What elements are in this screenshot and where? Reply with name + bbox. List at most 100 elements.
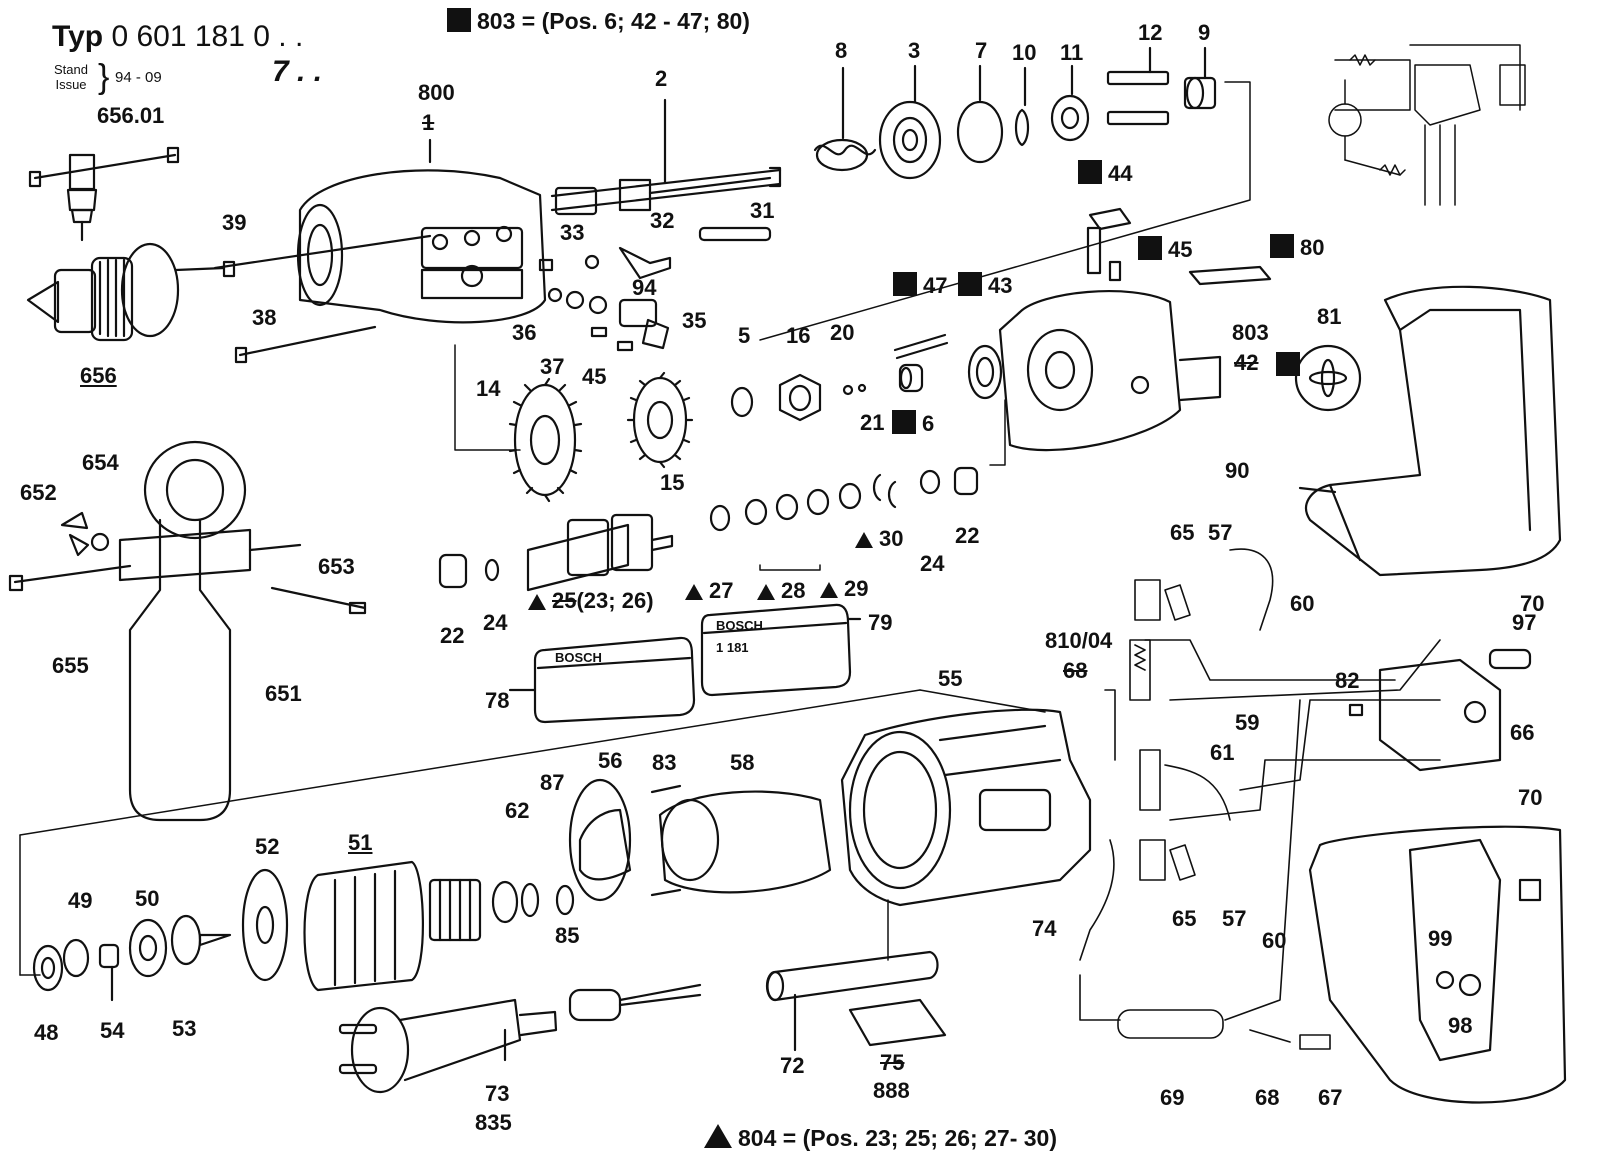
part-label-2: 2 [655, 66, 668, 91]
triangle-marker-icon [855, 532, 873, 548]
part-label-800-struck: 1 [422, 110, 435, 135]
part-label-803: 803 [1232, 320, 1269, 345]
part-label-810-04: 810/04 [1045, 628, 1113, 653]
circuit-schematic-drawing [1328, 44, 1526, 206]
issue-label: Issue [55, 77, 87, 92]
part-label-45b: 45 [1138, 236, 1192, 261]
part-label-49: 49 [68, 888, 93, 913]
part-label-50: 50 [135, 886, 160, 911]
square-marker-icon [892, 410, 916, 434]
part-label-20: 20 [830, 320, 855, 345]
part-label-90: 90 [1225, 458, 1250, 483]
square-marker-icon [1270, 234, 1294, 258]
gear-housing-drawing [296, 138, 547, 324]
part-label-800: 800 [418, 80, 455, 105]
part-label-81: 81 [1317, 304, 1342, 329]
part-label-75-struck: 75 [880, 1050, 905, 1075]
part-label-36: 36 [512, 320, 537, 345]
part-label-35: 35 [682, 308, 707, 333]
rear-handle-drawing [1298, 285, 1562, 577]
power-plug-drawing [338, 983, 702, 1094]
part-label-14: 14 [476, 376, 501, 401]
part-label-82: 82 [1335, 668, 1360, 693]
brace-symbol: } [98, 58, 110, 96]
bearing-3-drawing [878, 64, 942, 180]
part-label-29: 29 [820, 578, 868, 600]
part-label-52: 52 [255, 834, 280, 859]
kit-804-note: 804 = (Pos. 23; 25; 26; 27- 30) [704, 1124, 1057, 1152]
nameplate-79-model: 1 181 [716, 640, 749, 655]
kit-804-text: 804 = (Pos. 23; 25; 26; 27- 30) [738, 1125, 1057, 1151]
armature-drawing [198, 860, 575, 992]
part-label-57b: 57 [1222, 906, 1247, 931]
part-label-73: 73 [485, 1081, 510, 1106]
triangle-marker-icon [528, 594, 546, 610]
part-label-83: 83 [652, 750, 677, 775]
part-label-28: 28 [757, 580, 805, 602]
part-label-30: 30 [855, 528, 903, 550]
part-label-5: 5 [738, 323, 751, 348]
part-label-57a: 57 [1208, 520, 1233, 545]
part-label-68: 68 [1255, 1085, 1280, 1110]
part-label-6: 6 [892, 410, 934, 435]
lever-drawing [618, 246, 672, 280]
part-label-656: 656 [80, 363, 117, 388]
stator-drawing [568, 778, 832, 902]
part-label-10: 10 [1012, 40, 1037, 65]
side-handle-drawing [8, 440, 367, 822]
part-label-12: 12 [1138, 20, 1163, 45]
part-label-99: 99 [1428, 926, 1453, 951]
type-label: Typ [52, 20, 104, 53]
part-label-85: 85 [555, 923, 580, 948]
wiring-drawing [1079, 548, 1441, 1050]
part-label-7: 7 [975, 38, 988, 63]
part-label-62: 62 [505, 798, 530, 823]
part-label-653: 653 [318, 554, 355, 579]
part-label-16: 16 [786, 323, 811, 348]
part-label-80: 80 [1270, 234, 1324, 259]
square-marker-icon [1078, 160, 1102, 184]
part-label-8: 8 [835, 38, 848, 63]
square-marker-icon [1138, 236, 1162, 260]
stand-label: Stand [54, 62, 88, 77]
part-label-54: 54 [100, 1018, 125, 1043]
chuck-key-drawing [28, 146, 180, 242]
kit-803-note: 803 = (Pos. 6; 42 - 47; 80) [447, 8, 750, 35]
part-label-22b: 22 [440, 623, 465, 648]
triangle-marker-icon [704, 1124, 732, 1148]
part-label-15: 15 [660, 470, 685, 495]
part-label-37: 37 [540, 354, 565, 379]
part-label-39: 39 [222, 210, 247, 235]
motor-housing-drawing [19, 689, 1092, 976]
part-label-24b: 24 [483, 610, 508, 635]
nameplate-78-brand: BOSCH [555, 650, 602, 665]
part-label-98: 98 [1448, 1013, 1473, 1038]
part-label-24a: 24 [920, 551, 945, 576]
part-label-651: 651 [265, 681, 302, 706]
part-label-74: 74 [1032, 916, 1057, 941]
part-label-87: 87 [540, 770, 565, 795]
part-label-55: 55 [938, 666, 963, 691]
nameplates-drawing [508, 603, 862, 724]
part-label-56: 56 [598, 748, 623, 773]
part-label-33: 33 [560, 220, 585, 245]
type-code-alt: 7 . . [272, 55, 323, 88]
part-label-70b: 70 [1518, 785, 1543, 810]
part-label-835: 835 [475, 1110, 512, 1135]
part-label-53: 53 [172, 1016, 197, 1041]
part-label-9: 9 [1198, 20, 1211, 45]
part-label-11: 11 [1060, 40, 1084, 65]
part-label-32: 32 [650, 208, 675, 233]
part-label-25: 25(23; 26) [528, 590, 654, 612]
switch-drawing [1348, 648, 1532, 772]
part-label-51: 51 [348, 830, 373, 855]
part-label-70a: 70 [1520, 591, 1545, 616]
part-label-60b: 60 [1262, 928, 1287, 953]
part-label-72: 72 [780, 1053, 805, 1078]
part-label-47: 47 [893, 272, 947, 297]
kit-803-text: 803 = (Pos. 6; 42 - 47; 80) [477, 8, 750, 34]
part-label-21: 21 [860, 410, 885, 435]
part-label-652: 652 [20, 480, 57, 505]
